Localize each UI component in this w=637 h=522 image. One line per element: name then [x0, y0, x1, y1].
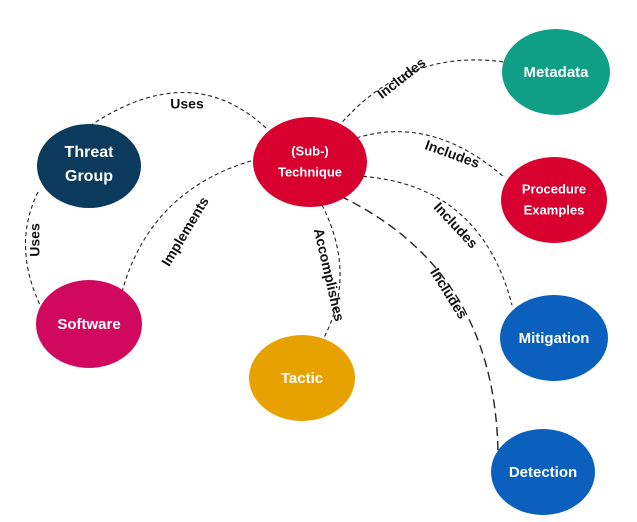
software-circle: [36, 280, 142, 368]
threat-group-label-line2: Group: [65, 168, 113, 185]
technique-label-line1: (Sub-): [291, 143, 329, 158]
procedure-examples-label-line1: Procedure: [522, 181, 586, 196]
detection-label: Detection: [509, 464, 577, 481]
procedure-examples-label-line2: Examples: [524, 202, 585, 217]
threat-group-circle: [37, 124, 141, 208]
mitigation-label: Mitigation: [519, 330, 590, 347]
procedure-examples-circle: [501, 157, 607, 243]
edge-technique-includes-procedures: [349, 131, 506, 179]
metadata-label: Metadata: [523, 64, 589, 81]
node-threat-group: Threat Group: [37, 124, 141, 208]
detection-circle: [491, 429, 595, 515]
metadata-circle: [502, 29, 610, 115]
node-procedure-examples: Procedure Examples: [501, 157, 607, 243]
edge-label-group-uses-technique: Uses: [170, 96, 204, 112]
edge-label-technique-includes-metadata: Includes: [374, 54, 429, 102]
edge-label-software-implements-technique: Implements: [158, 194, 212, 269]
mitigation-circle: [500, 295, 608, 381]
node-metadata: Metadata: [502, 29, 610, 115]
edge-technique-includes-mitigation: [355, 175, 513, 306]
node-technique: (Sub-) Technique: [253, 117, 367, 207]
node-detection: Detection: [491, 429, 595, 515]
node-tactic: Tactic: [249, 335, 355, 421]
node-software: Software: [36, 280, 142, 368]
software-label: Software: [57, 316, 120, 333]
tactic-circle: [249, 335, 355, 421]
edge-technique-includes-detection: [339, 195, 499, 454]
technique-circle: [253, 117, 367, 207]
edge-group-uses-technique: [83, 92, 269, 131]
tactic-label: Tactic: [281, 370, 323, 387]
technique-label-line2: Technique: [278, 164, 342, 179]
edge-label-technique-includes-mitigation: Includes: [431, 199, 482, 252]
threat-group-label-line1: Threat: [65, 144, 115, 161]
edge-group-uses-software: [24, 191, 41, 306]
edge-label-technique-accomplishes-tactic: Accomplishes: [311, 227, 348, 323]
edge-technique-includes-metadata: [337, 59, 505, 128]
edges: [24, 59, 513, 454]
node-mitigation: Mitigation: [500, 295, 608, 381]
edge-label-technique-includes-detection: Includes: [427, 265, 471, 322]
edge-label-technique-includes-procedures: Includes: [423, 137, 482, 172]
edge-software-implements-technique: [121, 159, 255, 293]
edge-label-group-uses-software: Uses: [27, 223, 43, 257]
